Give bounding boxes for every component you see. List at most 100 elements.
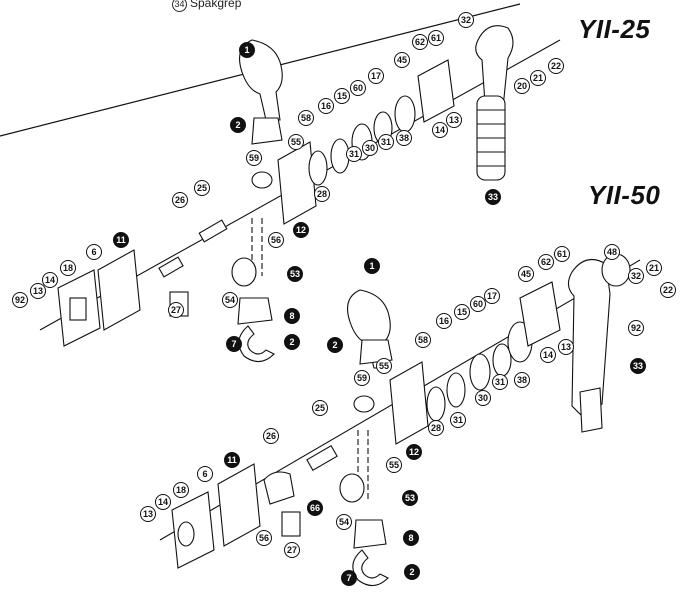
bottom-callout-15: 15 [454, 304, 470, 320]
top-callout-circle [168, 302, 184, 318]
bottom-callout-55: 55 [386, 457, 402, 473]
top-bushing-59 [251, 171, 273, 189]
bottom-callout-circle [540, 347, 556, 363]
top-callout-55: 55 [288, 134, 304, 150]
bottom-callout-13: 13 [558, 339, 574, 355]
top-gear-cover-45 [417, 59, 455, 123]
top-callout-circle [60, 260, 76, 276]
bottom-callout-13: 13 [140, 506, 156, 522]
top-callout-16: 16 [318, 98, 334, 114]
bottom-callout-number: 48 [607, 247, 617, 257]
top-callout-6: 6 [86, 244, 102, 260]
top-lower-block [237, 297, 273, 325]
bottom-callout-number: 14 [543, 350, 553, 360]
top-callout-number: 14 [45, 275, 55, 285]
bottom-callout-14: 14 [540, 347, 556, 363]
top-shaft-26 [158, 256, 184, 278]
top-callout-1: 1 [239, 42, 255, 58]
bottom-callout-number: 54 [339, 517, 349, 527]
model-title-top: YII-25 [578, 14, 651, 44]
top-callout-circle [362, 140, 378, 156]
top-callout-circle [222, 292, 238, 308]
bottom-callout-number: 2 [332, 340, 337, 350]
top-callout-12: 12 [293, 222, 309, 238]
top-callout-number: 25 [197, 183, 207, 193]
bottom-callout-58: 58 [415, 332, 431, 348]
top-callout-14: 14 [42, 272, 58, 288]
bottom-callout-circle [376, 358, 392, 374]
top-callout-59: 59 [246, 150, 262, 166]
top-callout-circle [30, 283, 46, 299]
bottom-callout-28: 28 [428, 420, 444, 436]
top-callout-number: 55 [291, 137, 301, 147]
bottom-callout-26: 26 [263, 428, 279, 444]
top-callout-number: 17 [371, 71, 381, 81]
bottom-disc-31a [446, 372, 466, 408]
top-callout-circle [194, 180, 210, 196]
bottom-disc-30 [469, 353, 491, 391]
top-callout-circle [288, 134, 304, 150]
top-callout-number: 6 [91, 247, 96, 257]
bottom-callout-61: 61 [554, 246, 570, 262]
top-disc-38 [394, 95, 416, 133]
top-callout-circle [42, 272, 58, 288]
bottom-callout-22: 22 [660, 282, 676, 298]
header-callout-label: Spakgrep [190, 0, 242, 10]
top-callout-number: 18 [63, 263, 73, 273]
top-callout-number: 20 [517, 81, 527, 91]
top-callout-number: 59 [249, 153, 259, 163]
bottom-callout-number: 45 [521, 269, 531, 279]
top-callout-circle [458, 12, 474, 28]
top-callout-number: 15 [337, 91, 347, 101]
top-callout-circle [396, 130, 412, 146]
top-callout-58: 58 [298, 110, 314, 126]
top-callout-31: 31 [378, 134, 394, 150]
top-callout-number: 21 [533, 73, 543, 83]
top-callout-circle [239, 42, 255, 58]
bottom-callout-56: 56 [256, 530, 272, 546]
bottom-callout-number: 61 [557, 249, 567, 259]
top-callout-32: 32 [458, 12, 474, 28]
top-callout-45: 45 [394, 52, 410, 68]
bottom-callout-circle [646, 260, 662, 276]
top-callout-circle [287, 266, 303, 282]
top-callout-number: 61 [431, 33, 441, 43]
top-callout-26: 26 [172, 192, 188, 208]
top-callout-number: 27 [171, 305, 181, 315]
top-callout-circle [284, 308, 300, 324]
top-callout-30: 30 [362, 140, 378, 156]
bottom-callout-circle [402, 490, 418, 506]
bottom-lower-block [353, 519, 387, 549]
bottom-callout-number: 58 [418, 335, 428, 345]
bottom-callout-2: 2 [327, 337, 343, 353]
bottom-callout-circle [307, 500, 323, 516]
top-callout-circle [230, 117, 246, 133]
bottom-callout-number: 55 [379, 361, 389, 371]
bottom-callout-number: 55 [389, 460, 399, 470]
bottom-callout-62: 62 [538, 254, 554, 270]
top-callout-15: 15 [334, 88, 350, 104]
bottom-callout-27: 27 [284, 542, 300, 558]
bottom-callout-number: 18 [176, 485, 186, 495]
top-callout-number: 53 [290, 269, 300, 279]
bottom-callout-number: 16 [439, 316, 449, 326]
top-callout-number: 28 [317, 189, 327, 199]
bottom-rear-plate [217, 463, 261, 547]
bottom-callout-25: 25 [312, 400, 328, 416]
top-callout-number: 92 [15, 295, 25, 305]
top-callout-circle [368, 68, 384, 84]
top-callout-circle [113, 232, 129, 248]
bottom-callout-number: 62 [541, 257, 551, 267]
bottom-callout-12: 12 [406, 444, 422, 460]
bottom-callout-number: 27 [287, 545, 297, 555]
top-callout-circle [514, 78, 530, 94]
top-callout-circle [378, 134, 394, 150]
bottom-callout-number: 22 [663, 285, 673, 295]
bottom-callout-number: 13 [561, 342, 571, 352]
top-callout-22: 22 [548, 58, 564, 74]
top-callout-13: 13 [30, 283, 46, 299]
bottom-callout-31: 31 [450, 412, 466, 428]
bottom-callout-circle [406, 444, 422, 460]
top-callout-circle [394, 52, 410, 68]
